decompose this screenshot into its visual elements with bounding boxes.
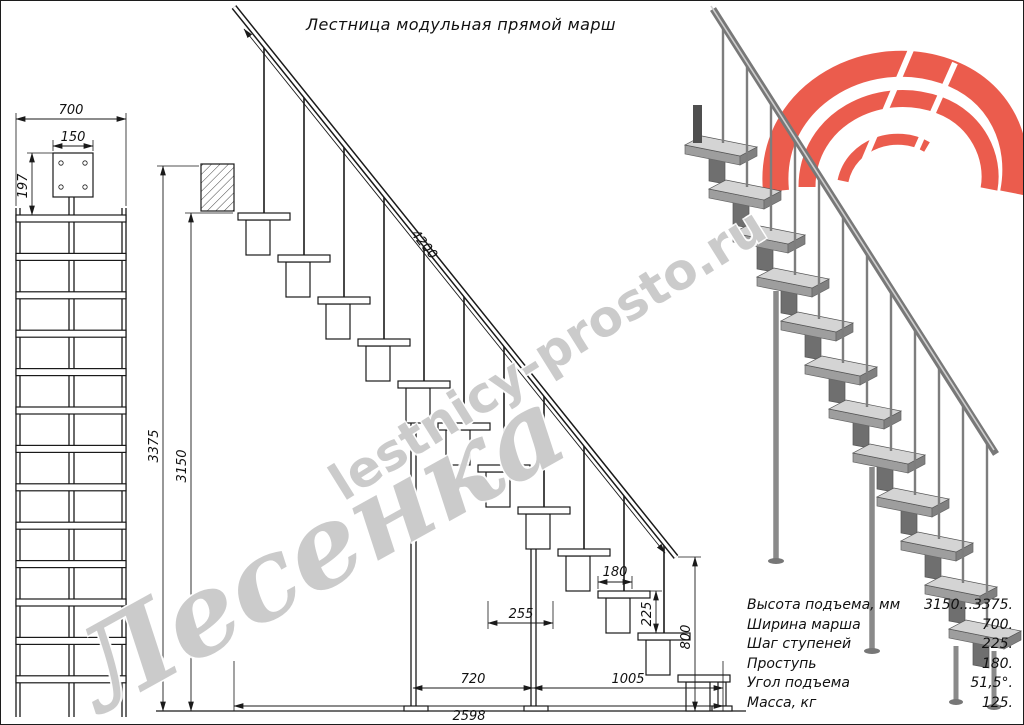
spec-label: Угол подъема bbox=[747, 675, 850, 691]
dim-module: 255 bbox=[509, 607, 534, 622]
spec-row: Проступь 180. bbox=[747, 655, 1013, 675]
dim-rise: 225 bbox=[640, 602, 655, 627]
front-mount-plate bbox=[52, 152, 94, 198]
front-center-spine bbox=[68, 197, 75, 717]
spec-row: Масса, кг 125. bbox=[747, 694, 1013, 714]
front-side-rails bbox=[15, 208, 127, 717]
spec-value: 51,5°. bbox=[970, 675, 1013, 691]
dim-plate: 150 bbox=[61, 130, 86, 145]
spec-row: Высота подъема, мм 3150...3375. bbox=[747, 596, 1013, 616]
dim-clear-height: 3150 bbox=[175, 449, 190, 482]
iso-view bbox=[683, 5, 1023, 710]
specs-table: Высота подъема, мм 3150...3375. Ширина м… bbox=[747, 596, 1013, 713]
front-view: 700 150 197 bbox=[15, 103, 127, 717]
spec-label: Проступь bbox=[747, 655, 817, 672]
spec-value: 700. bbox=[981, 616, 1013, 633]
side-view: 4200 3375 3150 800 180 225 255 720 1005 … bbox=[147, 5, 746, 724]
bolt-icon bbox=[58, 184, 64, 190]
spec-row: Ширина марша 700. bbox=[747, 616, 1013, 636]
iso-wall-bracket bbox=[693, 105, 702, 143]
dim-span-posts: 720 bbox=[461, 672, 486, 687]
bolt-icon bbox=[58, 160, 64, 166]
dim-span-front: 1005 bbox=[611, 672, 644, 687]
spec-value: 225. bbox=[981, 636, 1013, 652]
drawing-title: Лестница модульная прямой марш bbox=[306, 15, 616, 34]
bolt-icon bbox=[82, 184, 88, 190]
dim-width: 700 bbox=[59, 103, 84, 118]
spec-value: 3150...3375. bbox=[923, 597, 1013, 613]
dim-total-run: 2598 bbox=[452, 709, 485, 724]
dim-total-height: 3375 bbox=[147, 429, 162, 462]
upper-floor-slab bbox=[200, 163, 235, 212]
spec-value: 180. bbox=[981, 655, 1013, 672]
support-posts bbox=[410, 423, 537, 706]
dim-rail-end: 800 bbox=[679, 625, 694, 650]
spec-row: Угол подъема 51,5°. bbox=[747, 674, 1013, 694]
spec-label: Высота подъема, мм bbox=[747, 597, 901, 613]
spec-label: Шаг ступеней bbox=[747, 636, 852, 652]
dim-offset: 197 bbox=[16, 173, 31, 199]
front-steps bbox=[15, 214, 127, 684]
balusters bbox=[263, 43, 665, 633]
dim-tread: 180 bbox=[603, 565, 628, 580]
iso-steps bbox=[683, 24, 1023, 669]
brand-logo-swoosh bbox=[762, 43, 1023, 213]
spec-value: 125. bbox=[981, 694, 1013, 711]
spec-row: Шаг ступеней 225. bbox=[747, 635, 1013, 655]
bolt-icon bbox=[82, 160, 88, 166]
spec-label: Масса, кг bbox=[747, 694, 817, 711]
spec-label: Ширина марша bbox=[747, 616, 861, 633]
